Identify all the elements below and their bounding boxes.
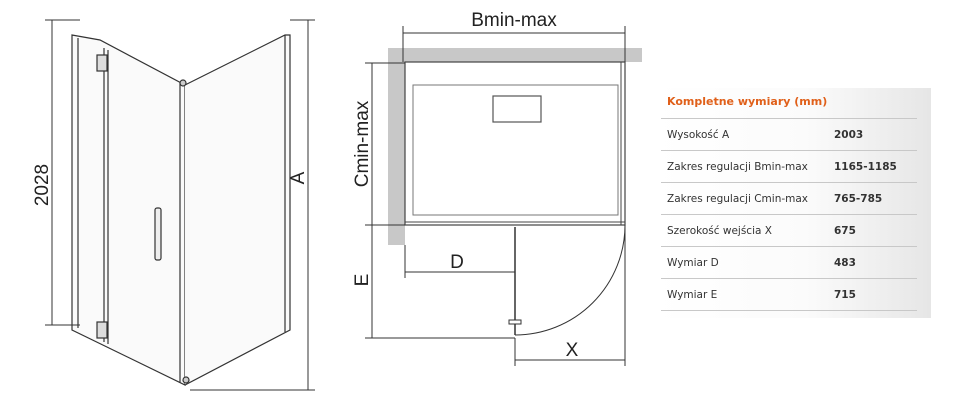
row-value: 2003 [834, 129, 864, 141]
dimension-B-label: Bmin-max [471, 10, 557, 31]
dimension-X-label: X [566, 340, 579, 361]
row-label: Zakres regulacji Cmin-max [667, 193, 809, 205]
dimensions-table: Kompletne wymiary (mm) Wysokość A 2003 Z… [655, 88, 931, 318]
dimension-E-label: E [352, 274, 373, 287]
dimension-2028 [45, 19, 80, 326]
dimension-2028-label: 2028 [32, 164, 53, 206]
dimension-C-label: Cmin-max [352, 100, 373, 187]
dimension-D [404, 245, 515, 278]
table-row: Wymiar D 483 [661, 246, 917, 279]
row-label: Wymiar E [667, 289, 718, 301]
table-row: Szerokość wejścia X 675 [661, 214, 917, 247]
table-row: Wymiar E 715 [661, 278, 917, 311]
dimension-A [190, 19, 315, 391]
shower-elevation [71, 34, 291, 386]
dimension-A-label: A [288, 171, 309, 184]
row-value: 765-785 [834, 193, 883, 205]
table-row: Wysokość A 2003 [661, 118, 917, 151]
dimension-E [365, 225, 515, 339]
table-title: Kompletne wymiary (mm) [667, 95, 828, 108]
row-value: 675 [834, 225, 856, 237]
row-value: 483 [834, 257, 856, 269]
dimension-X [514, 225, 626, 366]
plan-view [388, 48, 642, 336]
row-value: 715 [834, 289, 856, 301]
row-label: Wysokość A [667, 129, 730, 141]
table-row: Zakres regulacji Cmin-max 765-785 [661, 182, 917, 215]
dimension-B [402, 26, 626, 62]
table-row: Zakres regulacji Bmin-max 1165-1185 [661, 150, 917, 183]
table-bottom-divider [661, 310, 917, 311]
row-value: 1165-1185 [834, 161, 897, 173]
row-label: Wymiar D [667, 257, 719, 269]
drain-icon [492, 95, 542, 123]
dimension-D-label: D [450, 252, 464, 273]
row-label: Szerokość wejścia X [667, 225, 772, 237]
row-label: Zakres regulacji Bmin-max [667, 161, 808, 173]
